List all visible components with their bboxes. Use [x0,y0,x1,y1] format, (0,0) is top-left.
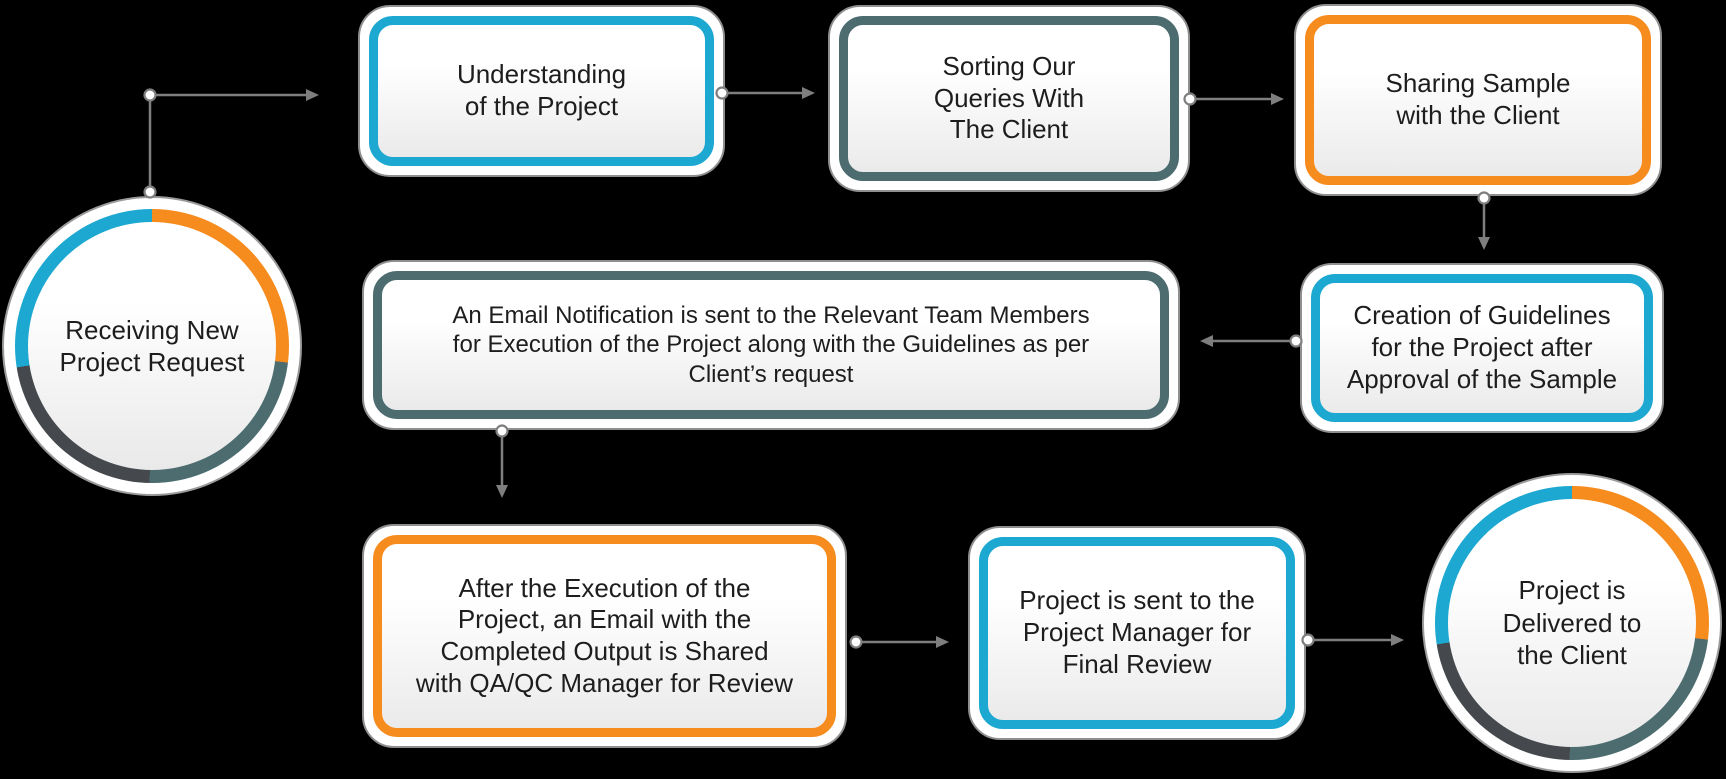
node-final-review-box: Project is sent to the Project Manager f… [968,526,1306,740]
node-sorting-label: Sorting Our Queries With The Client [839,16,1179,181]
node-email-notification-label: An Email Notification is sent to the Rel… [373,271,1169,419]
arrowhead-right-icon [802,87,815,99]
connector-email-notification-to-after-execution [495,424,509,498]
arrowhead-right-icon [936,636,949,648]
connector-after-execution-to-final-review [849,635,949,649]
node-final-review-label: Project is sent to the Project Manager f… [979,537,1295,729]
node-understanding-box: Understanding of the Project [358,5,725,177]
receiving-color-ring: Receiving New Project Request [15,209,289,483]
node-understanding-label: Understanding of the Project [369,16,714,166]
node-receiving-label: Receiving New Project Request [28,222,276,470]
arrowhead-right-icon [1391,634,1404,646]
arrowhead-right-icon [306,89,319,101]
node-creation-box: Creation of Guidelines for the Project a… [1300,263,1664,433]
node-sharing-box: Sharing Sample with the Client [1294,4,1662,196]
connector-sharing-to-creation [1477,191,1491,250]
connector-sorting-to-sharing [1183,92,1284,106]
connector-receiving-to-understanding [143,88,319,199]
arrowhead-left-icon [1200,335,1213,347]
arrowhead-right-icon [1271,93,1284,105]
node-after-execution-label: After the Execution of the Project, an E… [373,535,836,737]
node-receiving-circle: Receiving New Project Request [2,196,302,496]
arrowhead-down-icon [496,485,508,498]
delivered-color-ring: Project is Delivered to the Client [1435,486,1709,760]
connector-understanding-to-sorting [715,86,815,100]
connector-final-review-to-delivered [1301,633,1404,647]
node-after-execution-box: After the Execution of the Project, an E… [362,524,847,748]
connector-creation-to-email-notification [1200,334,1303,348]
arrowhead-down-icon [1478,237,1490,250]
node-sorting-box: Sorting Our Queries With The Client [828,5,1190,192]
node-email-notification-box: An Email Notification is sent to the Rel… [362,260,1180,430]
node-delivered-circle: Project is Delivered to the Client [1422,473,1722,773]
node-creation-label: Creation of Guidelines for the Project a… [1311,274,1653,422]
node-sharing-label: Sharing Sample with the Client [1305,15,1651,185]
node-delivered-label: Project is Delivered to the Client [1448,499,1696,747]
